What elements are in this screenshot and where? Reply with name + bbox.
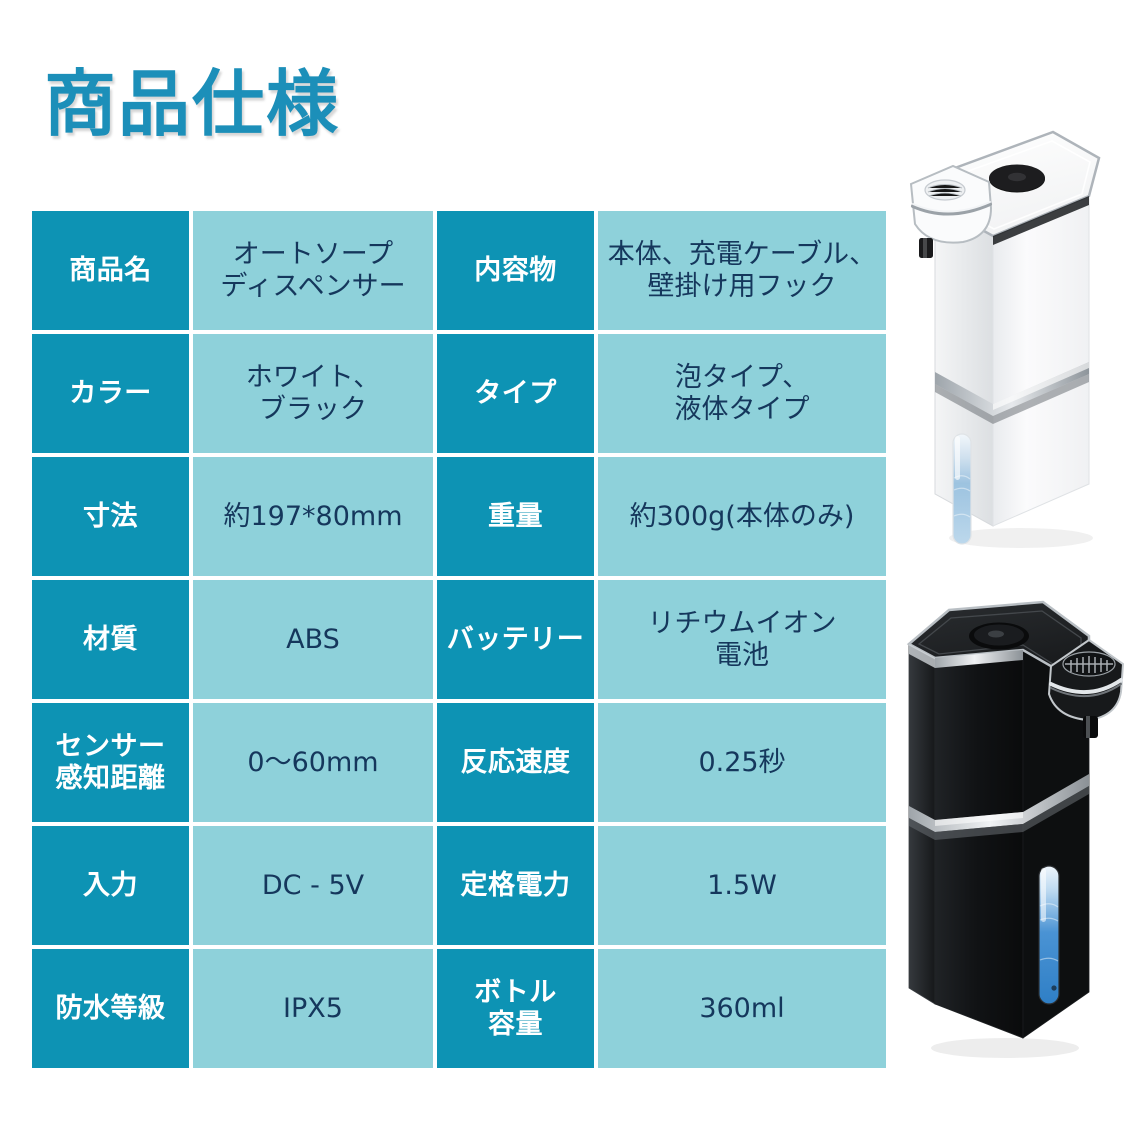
spec-row: 防水等級 IPX5 ボトル容量 360ml [32, 949, 886, 1068]
product-image-black-dispenser [893, 588, 1133, 1066]
spec-value-right-line: 泡タイプ、 [674, 361, 810, 393]
spec-label-right-line: ボトル [474, 976, 557, 1008]
spec-value-left: DC - 5V [193, 826, 433, 945]
spec-value-right: 約300g(本体のみ) [598, 457, 886, 576]
spec-label-right-line: 内容物 [474, 254, 557, 286]
spec-value-left-line: 約197*80mm [223, 500, 403, 532]
spec-label-right: バッテリー [437, 580, 594, 699]
spec-label-right: 内容物 [437, 211, 594, 330]
spec-value-left-line: ABS [286, 623, 340, 655]
spec-label-right: 定格電力 [437, 826, 594, 945]
spec-value-right: 360ml [598, 949, 886, 1068]
spec-value-left: ホワイト、ブラック [193, 334, 433, 453]
spec-value-right-line: 電池 [715, 639, 769, 671]
spec-value-right: リチウムイオン電池 [598, 580, 886, 699]
spec-label-right-line: バッテリー [446, 623, 585, 655]
spec-value-right: 1.5W [598, 826, 886, 945]
spec-value-right: 泡タイプ、液体タイプ [598, 334, 886, 453]
spec-row: 商品名 オートソープディスペンサー 内容物 本体、充電ケーブル、壁掛け用フック [32, 211, 886, 330]
spec-label-left-line: 防水等級 [55, 992, 166, 1024]
spec-value-left-line: ブラック [259, 393, 367, 425]
spec-value-right: 本体、充電ケーブル、壁掛け用フック [598, 211, 886, 330]
spec-value-left: ABS [193, 580, 433, 699]
spec-value-right-line: 壁掛け用フック [647, 270, 837, 302]
spec-label-right: 重量 [437, 457, 594, 576]
spec-value-left-line: ホワイト、 [245, 361, 381, 393]
spec-value-left-line: IPX5 [283, 992, 343, 1024]
spec-label-right-line: タイプ [474, 377, 557, 409]
spec-value-right-line: 液体タイプ [674, 393, 810, 425]
spec-label-left-line: 入力 [83, 869, 138, 901]
spec-value-right-line: 本体、充電ケーブル、 [607, 238, 877, 270]
spec-label-right-line: 重量 [488, 500, 543, 532]
spec-label-left: 防水等級 [32, 949, 189, 1068]
spec-label-left: センサー感知距離 [32, 703, 189, 822]
spec-row: 入力 DC - 5V 定格電力 1.5W [32, 826, 886, 945]
spec-value-left-line: オートソープ [232, 238, 394, 270]
spec-label-left-line: カラー [69, 377, 152, 409]
spec-value-right-line: 1.5W [707, 869, 777, 901]
spec-value-left: オートソープディスペンサー [193, 211, 433, 330]
spec-label-left: 寸法 [32, 457, 189, 576]
spec-value-left: 約197*80mm [193, 457, 433, 576]
spec-value-right-line: 360ml [699, 992, 785, 1024]
spec-value-left-line: ディスペンサー [220, 270, 406, 302]
spec-value-right-line: 0.25秒 [698, 746, 786, 778]
spec-label-right-line: 容量 [488, 1008, 543, 1040]
spec-value-right-line: 約300g(本体のみ) [629, 500, 855, 532]
spec-label-left-line: 材質 [83, 623, 138, 655]
spec-label-right: ボトル容量 [437, 949, 594, 1068]
spec-value-right: 0.25秒 [598, 703, 886, 822]
spec-label-right-line: 反応速度 [460, 746, 571, 778]
spec-label-left-line: 感知距離 [55, 762, 166, 794]
spec-value-left: 0〜60mm [193, 703, 433, 822]
spec-label-left-line: 商品名 [69, 254, 152, 286]
spec-label-left: カラー [32, 334, 189, 453]
spec-label-right: タイプ [437, 334, 594, 453]
spec-label-left: 材質 [32, 580, 189, 699]
spec-row: センサー感知距離 0〜60mm 反応速度 0.25秒 [32, 703, 886, 822]
spec-label-left-line: 寸法 [83, 500, 138, 532]
spec-value-left-line: 0〜60mm [247, 746, 379, 778]
spec-label-right-line: 定格電力 [460, 869, 571, 901]
spec-value-left: IPX5 [193, 949, 433, 1068]
spec-value-left-line: DC - 5V [261, 869, 365, 901]
spec-value-right-line: リチウムイオン [647, 607, 837, 639]
spec-label-left-line: センサー [55, 730, 166, 762]
spec-row: カラー ホワイト、ブラック タイプ 泡タイプ、液体タイプ [32, 334, 886, 453]
product-image-white-dispenser [893, 86, 1133, 556]
spec-label-left: 入力 [32, 826, 189, 945]
spec-row: 寸法 約197*80mm 重量 約300g(本体のみ) [32, 457, 886, 576]
specification-table: 商品名 オートソープディスペンサー 内容物 本体、充電ケーブル、壁掛け用フックカラー ホ… [28, 207, 890, 1072]
spec-label-right: 反応速度 [437, 703, 594, 822]
page-title: 商品仕様 [44, 62, 341, 146]
spec-label-left: 商品名 [32, 211, 189, 330]
